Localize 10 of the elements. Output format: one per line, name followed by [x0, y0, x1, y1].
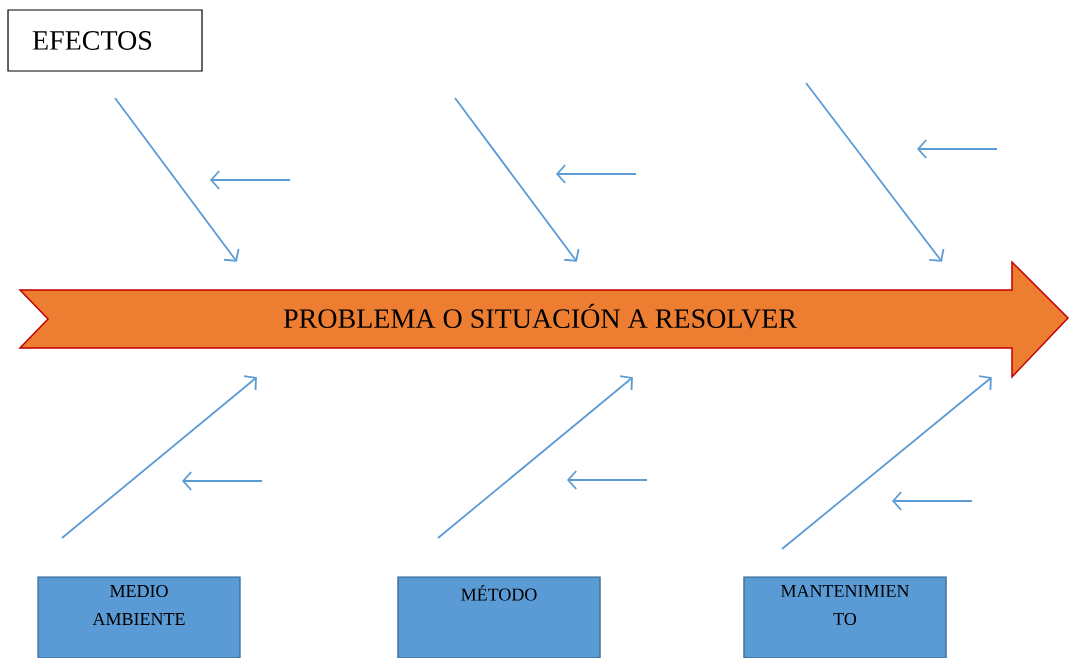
cause-arrow	[437, 375, 633, 539]
cause-arrow	[61, 375, 257, 539]
cause-arrow	[114, 97, 240, 262]
cause-box: MÉTODO	[397, 576, 601, 658]
cause-box: MEDIO AMBIENTE	[37, 576, 241, 658]
cause-arrow	[454, 97, 580, 262]
cause-arrow	[805, 82, 945, 262]
cause-arrow	[781, 375, 992, 550]
label-box: EFECTOS	[7, 9, 203, 72]
cause-box: MANTENIMIEN TO	[743, 576, 947, 658]
